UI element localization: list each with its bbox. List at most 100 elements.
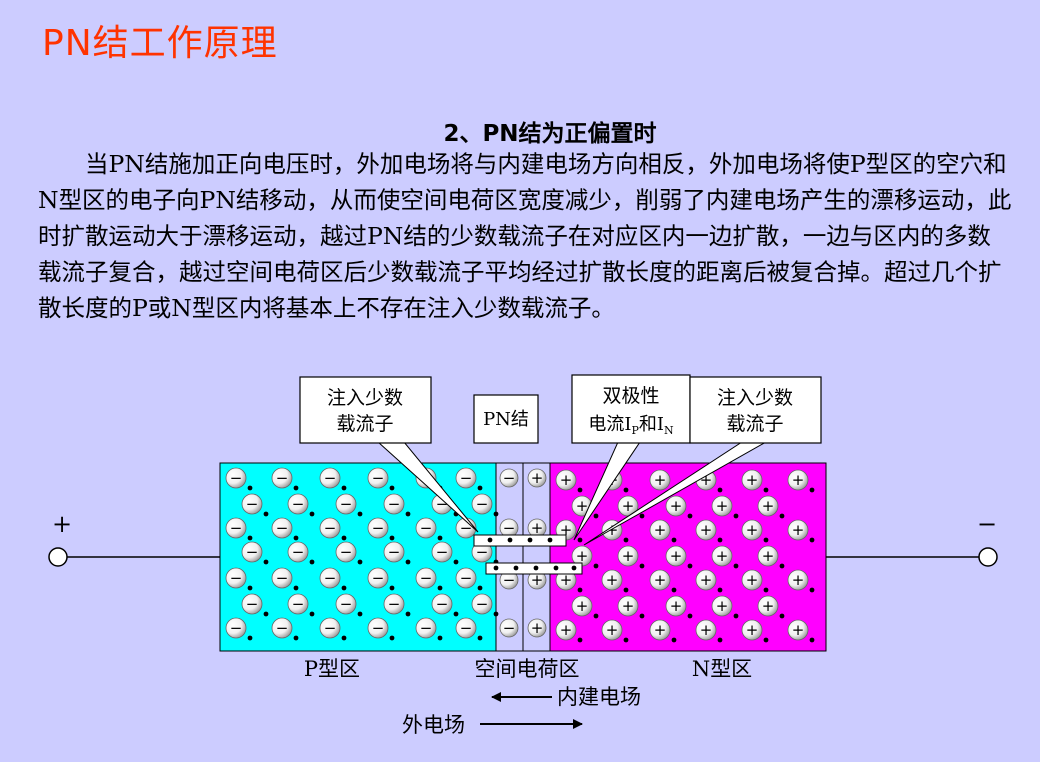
- donor-ion: +: [711, 595, 733, 617]
- electron-dot: [717, 537, 723, 543]
- depletion-negative-ion: −: [499, 518, 519, 538]
- svg-text:−: −: [436, 595, 449, 613]
- hole-injection-bar: [473, 534, 567, 547]
- electron-dot: [671, 587, 677, 593]
- svg-text:+: +: [560, 471, 573, 489]
- hole-dot: [293, 635, 299, 641]
- acceptor-ion: −: [241, 541, 263, 563]
- electron-dot: [671, 637, 677, 643]
- p-region-carriers: −−−−−−−−−−−−−−−−−−−−−−−−−−−−−−−−−−−−−−−−…: [225, 467, 499, 641]
- acceptor-ion: −: [319, 567, 341, 589]
- slide-title: PN结工作原理: [42, 23, 278, 64]
- hole-dot: [341, 485, 347, 491]
- acceptor-ion: −: [241, 493, 263, 515]
- depletion-positive-ion: +: [527, 570, 547, 590]
- svg-text:−: −: [460, 619, 473, 637]
- electron-dot: [593, 513, 599, 519]
- electron-dot: [623, 487, 629, 493]
- builtin-field-label: 内建电场: [557, 685, 641, 709]
- svg-text:−: −: [372, 519, 385, 537]
- electron-dot: [687, 563, 693, 569]
- hole-dot: [389, 585, 395, 591]
- hole-dot: [357, 611, 363, 617]
- electron-dot: [733, 563, 739, 569]
- svg-text:+: +: [792, 621, 805, 639]
- hole-dot: [247, 535, 253, 541]
- hole-dot: [389, 635, 395, 641]
- donor-ion: +: [757, 495, 779, 517]
- electron-dot: [577, 587, 583, 593]
- svg-text:−: −: [230, 569, 243, 587]
- acceptor-ion: −: [271, 617, 293, 639]
- svg-text:−: −: [503, 469, 516, 487]
- hole-dot: [453, 611, 459, 617]
- hole-dot: [247, 635, 253, 641]
- acceptor-ion: −: [271, 467, 293, 489]
- donor-ion: +: [665, 595, 687, 617]
- svg-text:−: −: [276, 619, 289, 637]
- donor-ion: +: [617, 595, 639, 617]
- svg-text:−: −: [388, 595, 401, 613]
- electron-dot: [779, 513, 785, 519]
- donor-ion: +: [649, 469, 671, 491]
- svg-text:−: −: [292, 595, 305, 613]
- depletion-positive-ion: +: [527, 618, 547, 638]
- donor-ion: +: [555, 569, 577, 591]
- svg-text:−: −: [246, 543, 259, 561]
- svg-text:−: −: [372, 569, 385, 587]
- donor-ion: +: [601, 619, 623, 641]
- acceptor-ion: −: [241, 593, 263, 615]
- electron-dot: [639, 513, 645, 519]
- acceptor-ion: −: [367, 617, 389, 639]
- hole-dot: [453, 559, 459, 565]
- acceptor-ion: −: [431, 593, 453, 615]
- hole-dot: [309, 611, 315, 617]
- donor-ion: +: [741, 519, 763, 541]
- svg-text:−: −: [476, 543, 489, 561]
- acceptor-ion: −: [367, 567, 389, 589]
- callout-right-line2: 载流子: [726, 413, 783, 435]
- svg-text:+: +: [746, 621, 759, 639]
- electron-dot: [623, 537, 629, 543]
- donor-ion: +: [649, 619, 671, 641]
- hole-dot: [247, 585, 253, 591]
- svg-text:−: −: [436, 543, 449, 561]
- bar-hole-dot: [487, 537, 493, 543]
- external-field-label: 外电场: [402, 713, 465, 737]
- hole-dot: [263, 611, 269, 617]
- electron-dot: [671, 537, 677, 543]
- svg-text:−: −: [324, 519, 337, 537]
- electron-dot: [763, 587, 769, 593]
- svg-text:−: −: [476, 495, 489, 513]
- svg-text:−: −: [276, 519, 289, 537]
- acceptor-ion: −: [319, 617, 341, 639]
- acceptor-ion: −: [367, 467, 389, 489]
- callout-pn-box: [473, 394, 539, 444]
- svg-text:+: +: [576, 547, 589, 565]
- electron-dot: [717, 487, 723, 493]
- donor-ion: +: [787, 569, 809, 591]
- donor-ion: +: [695, 569, 717, 591]
- callout-right-box: [689, 376, 822, 444]
- acceptor-ion: −: [455, 567, 477, 589]
- acceptor-ion: −: [455, 617, 477, 639]
- electron-dot: [687, 613, 693, 619]
- electron-dot: [809, 587, 815, 593]
- svg-text:+: +: [700, 521, 713, 539]
- svg-text:+: +: [654, 471, 667, 489]
- acceptor-ion: −: [383, 493, 405, 515]
- svg-text:−: −: [246, 495, 259, 513]
- hole-dot: [357, 559, 363, 565]
- hole-dot: [357, 511, 363, 517]
- svg-text:+: +: [762, 597, 775, 615]
- depletion-positive-ion: +: [527, 468, 547, 488]
- acceptor-ion: −: [415, 617, 437, 639]
- acceptor-ion: −: [319, 517, 341, 539]
- svg-text:−: −: [503, 571, 516, 589]
- electron-dot: [779, 563, 785, 569]
- acceptor-ion: −: [383, 593, 405, 615]
- hole-dot: [477, 635, 483, 641]
- bar-carrier-dots: [487, 537, 577, 571]
- svg-text:−: −: [372, 619, 385, 637]
